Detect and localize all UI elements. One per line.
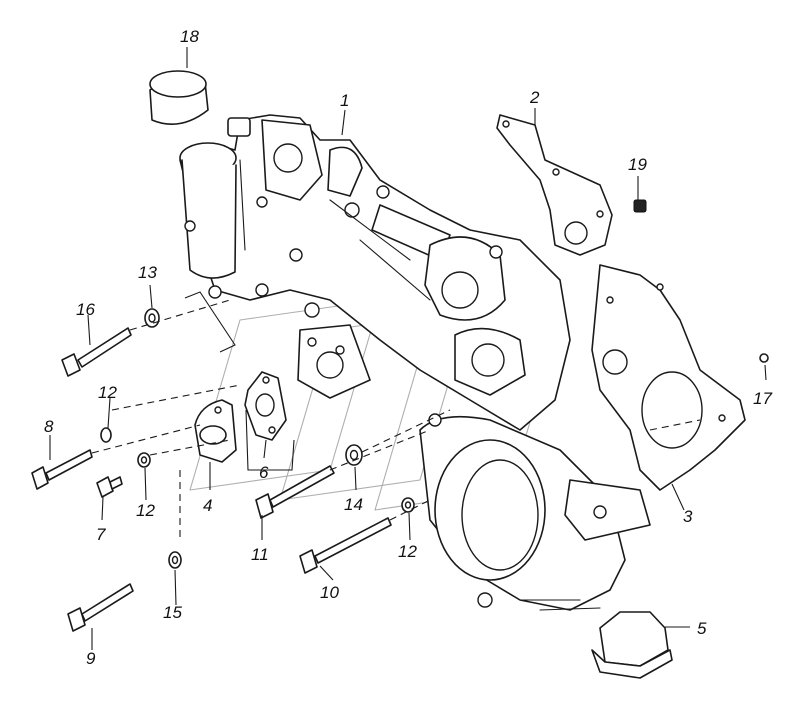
callout-16: 16 xyxy=(76,300,95,319)
part-1-housing xyxy=(179,114,571,431)
part-17-washer xyxy=(759,353,769,363)
callout-7: 7 xyxy=(96,525,106,544)
callout-6: 6 xyxy=(259,463,269,482)
leader-lines xyxy=(49,47,767,650)
callout-13: 13 xyxy=(138,263,157,282)
part-7-bolt xyxy=(96,476,123,498)
part-3-gasket xyxy=(591,264,746,491)
part-8-bolt xyxy=(31,449,93,490)
callout-10: 10 xyxy=(320,583,339,602)
part-9-bolt xyxy=(67,583,134,632)
callout-5: 5 xyxy=(697,619,707,638)
callout-17: 17 xyxy=(753,389,772,408)
callout-12c: 12 xyxy=(398,542,417,561)
part-4-flange xyxy=(194,399,237,463)
callout-14: 14 xyxy=(344,495,363,514)
part-11-bolt xyxy=(255,465,335,519)
part-19-nut xyxy=(633,199,647,213)
callout-12a: 12 xyxy=(98,383,117,402)
callout-1: 1 xyxy=(340,91,349,110)
callout-12b: 12 xyxy=(136,501,155,520)
callout-19: 19 xyxy=(628,155,647,174)
part-2-gasket xyxy=(496,114,613,256)
part-10-bolt xyxy=(299,517,392,574)
part-14-washer xyxy=(345,444,363,466)
part-pump-body xyxy=(419,413,651,611)
callout-9: 9 xyxy=(86,649,96,668)
part-12-washer-c xyxy=(401,497,415,513)
part-6-gasket xyxy=(244,371,287,441)
callout-18: 18 xyxy=(180,27,199,46)
part-18-plug xyxy=(149,70,209,126)
callout-2: 2 xyxy=(529,88,540,107)
callout-11: 11 xyxy=(251,545,269,564)
part-5-cap xyxy=(591,611,673,679)
part-15-washer xyxy=(168,551,182,569)
assembly-lines xyxy=(91,291,701,540)
callout-3: 3 xyxy=(683,507,693,526)
part-12-washer-b xyxy=(137,452,151,468)
callout-15: 15 xyxy=(163,603,182,622)
part-12-washer-a xyxy=(100,427,112,443)
part-16-bolt xyxy=(61,327,132,377)
callout-8: 8 xyxy=(44,417,54,436)
callout-4: 4 xyxy=(203,496,212,515)
